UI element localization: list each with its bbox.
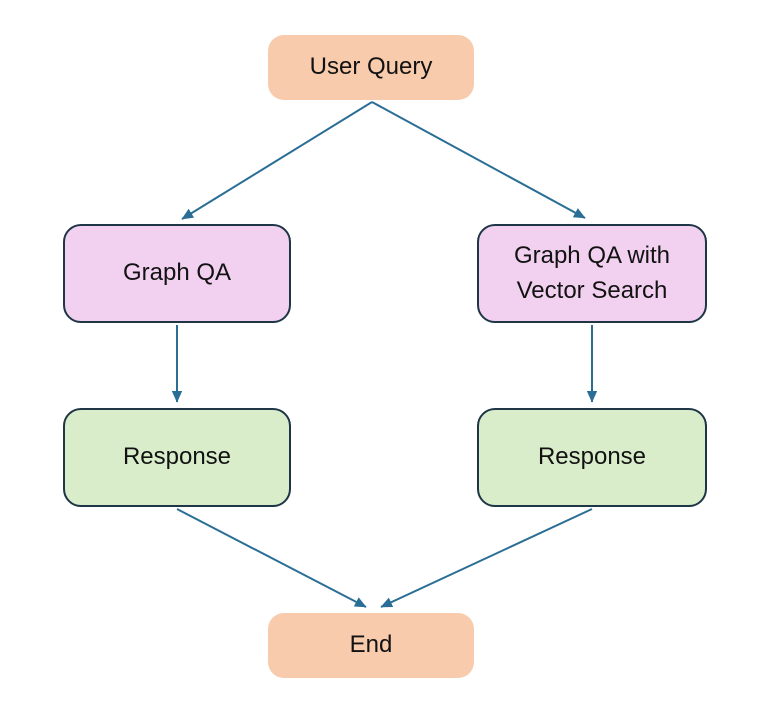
edge-responseright-to-end <box>380 508 593 608</box>
node-graph-qa-vector-search-label: Graph QA with Vector Search <box>513 241 671 304</box>
node-response-left-label: Response <box>122 443 232 471</box>
edge-responseleft-to-end <box>176 508 367 608</box>
node-user-query: User Query <box>268 35 474 100</box>
node-graph-qa: Graph QA <box>63 224 291 323</box>
node-response-left: Response <box>63 408 291 507</box>
edge-userquery-to-graphqavector <box>371 101 586 219</box>
node-user-query-label: User Query <box>309 53 433 81</box>
edge-userquery-to-graphqa <box>181 101 373 220</box>
node-response-right: Response <box>477 408 707 507</box>
node-end: End <box>268 613 474 678</box>
node-response-right-label: Response <box>537 443 647 471</box>
node-graph-qa-vector-search: Graph QA with Vector Search <box>477 224 707 323</box>
node-graph-qa-label: Graph QA <box>122 259 232 287</box>
node-end-label: End <box>349 631 393 659</box>
